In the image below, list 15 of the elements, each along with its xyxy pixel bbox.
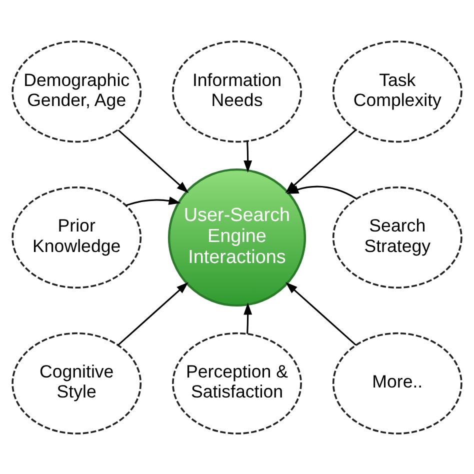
node-ellipse: Search Strategy: [332, 186, 462, 288]
arrow: [244, 140, 252, 172]
arrow: [244, 302, 252, 334]
node-ellipse: Cognitive Style: [12, 332, 142, 434]
node-ellipse: Perception & Satisfaction: [172, 332, 302, 434]
arrow: [286, 185, 357, 199]
arrow: [118, 129, 189, 193]
node-ellipse: Prior Knowledge: [12, 186, 142, 288]
node-ellipse: Demographic Gender, Age: [12, 40, 142, 142]
node-ellipse: More..: [332, 332, 462, 434]
arrow: [126, 196, 181, 206]
node-ellipse: Task Complexity: [332, 40, 462, 142]
arrow: [286, 282, 356, 346]
arrow: [118, 282, 188, 346]
node-ellipse: Information Needs: [172, 40, 302, 142]
